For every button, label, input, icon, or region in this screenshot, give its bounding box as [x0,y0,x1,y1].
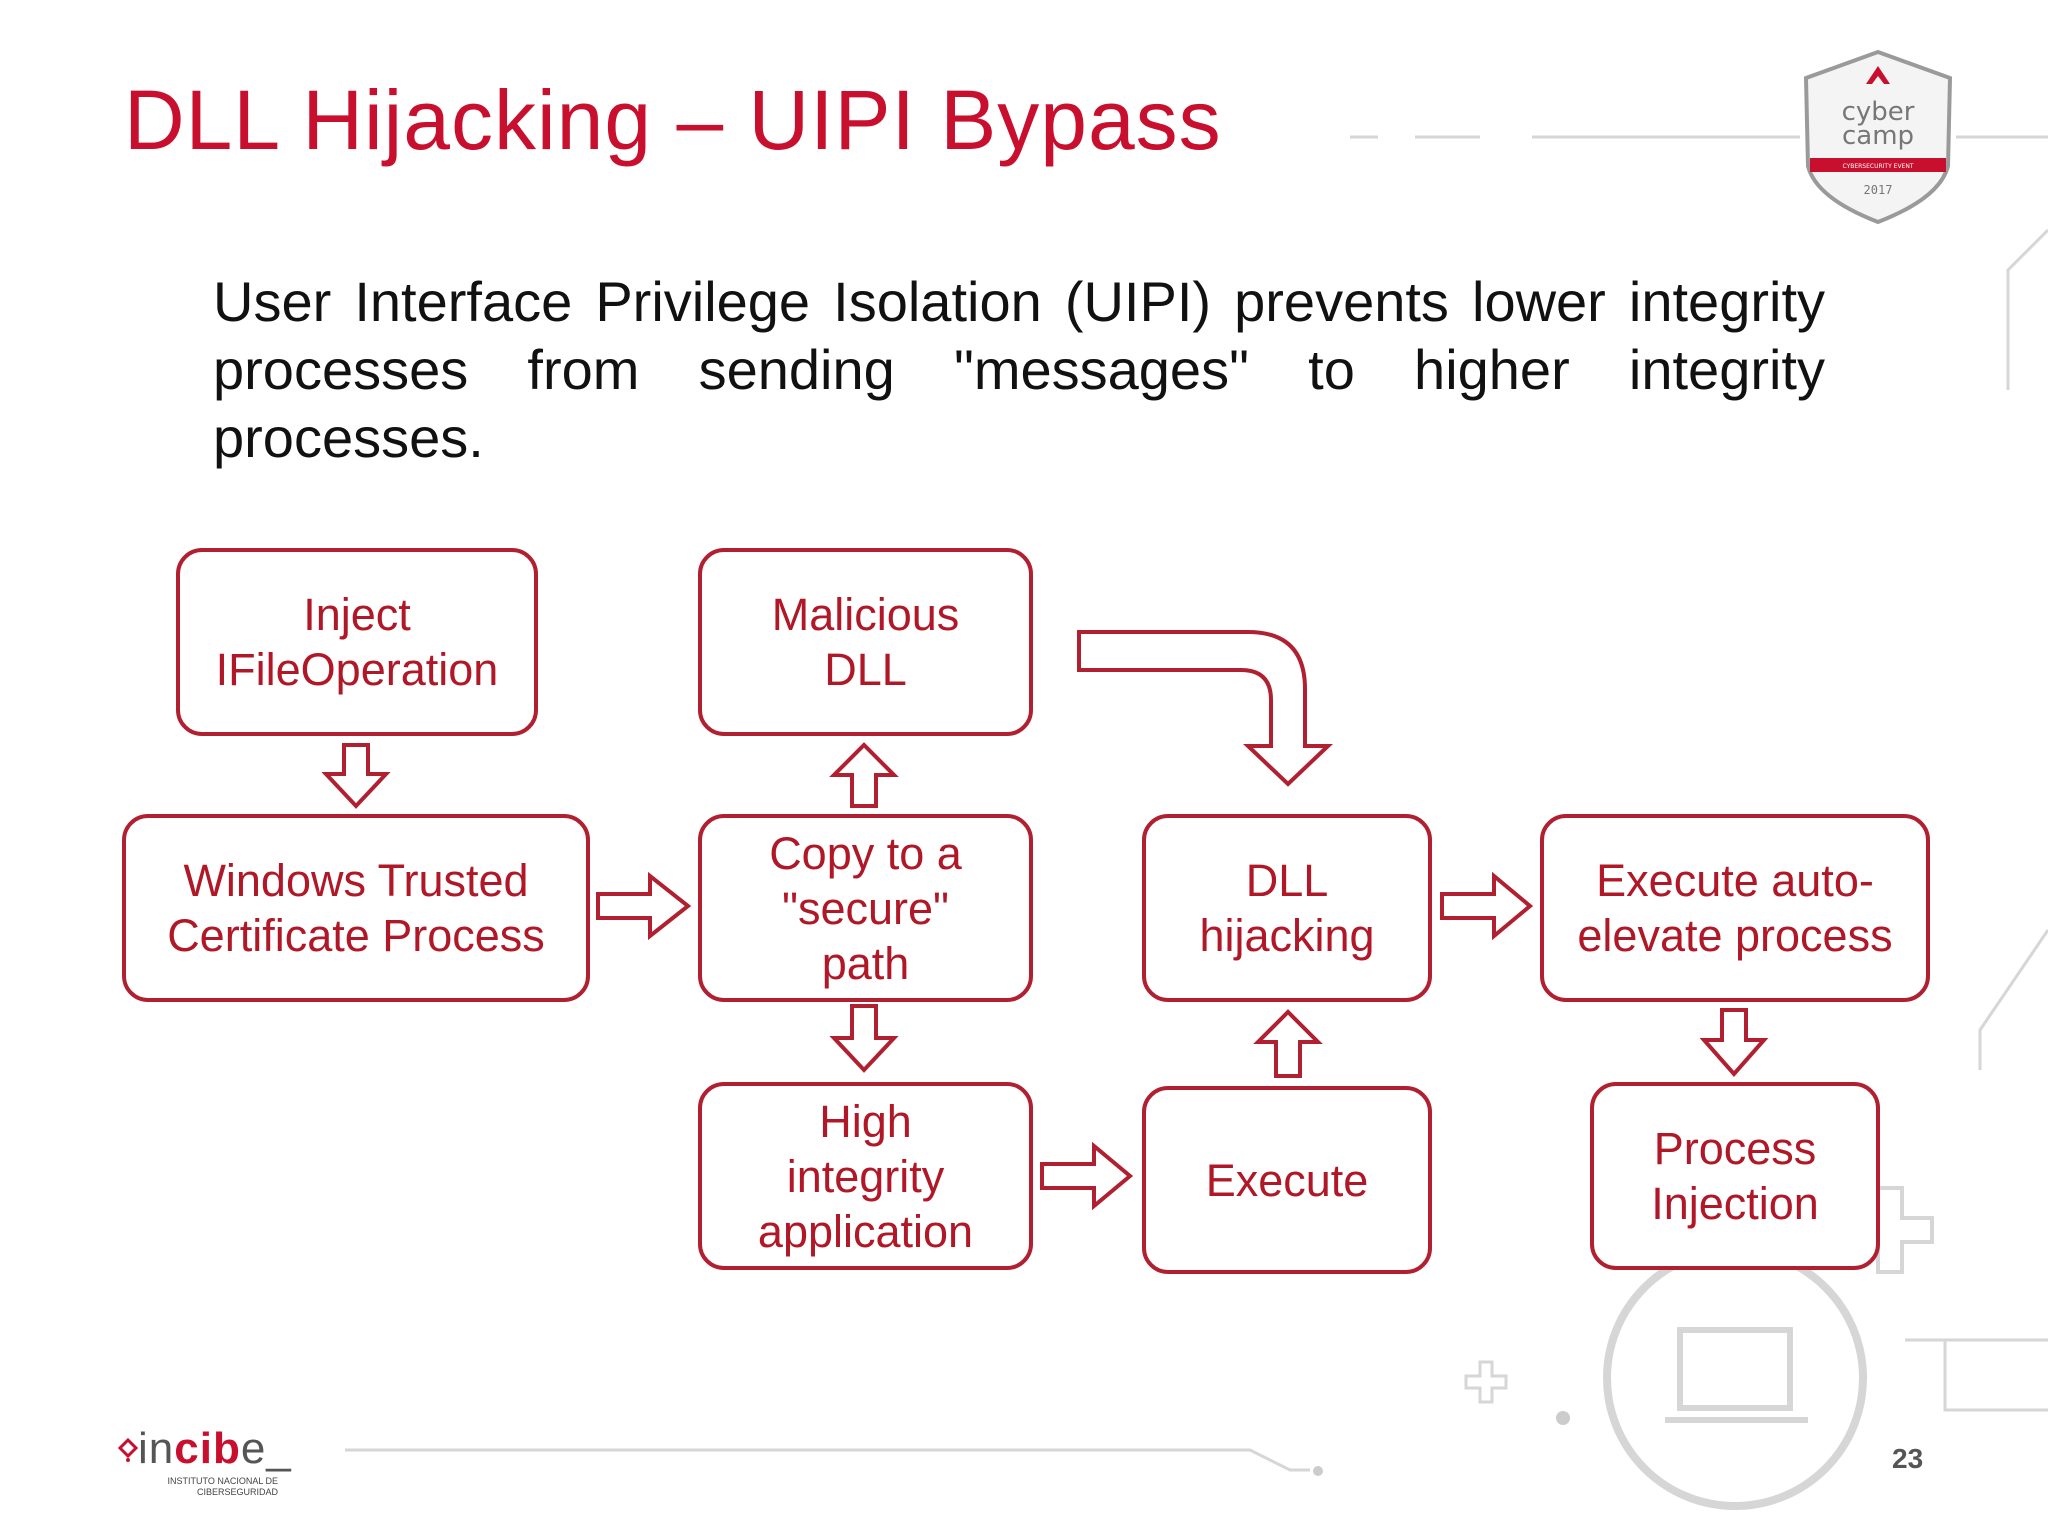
box-text-line: Copy to a [769,827,962,879]
slide-title: DLL Hijacking – UIPI Bypass [124,73,1222,167]
box-text-line: application [757,1205,974,1257]
box-text-line: IFileOperation [215,644,499,695]
box-text-line: DLL [1245,855,1329,906]
box-text-line: Certificate Process [167,910,545,961]
incibe-logo: incibe_ INSTITUTO NACIONAL DE CIBERSEGUR… [117,1424,292,1498]
arrow-copy-to-high [829,1004,899,1073]
box-text-line: DLL [824,644,907,695]
box-high-integrity-application: High integrity application [698,1082,1033,1270]
box-text-line: Process [1653,1123,1817,1174]
incibe-diamond-icon [117,1438,139,1463]
incibe-org-line-1: INSTITUTO NACIONAL DE [167,1476,278,1486]
cybercamp-logo: cyber camp CYBERSECURITY EVENT 2017 [1803,49,1953,225]
incibe-brand-prefix: in [138,1424,175,1473]
incibe-brand-bold: cib [174,1424,241,1473]
box-text-line: Windows Trusted [183,855,529,906]
box-text-line: Malicious [771,589,960,640]
box-windows-trusted-certificate-process: Windows Trusted Certificate Process [122,814,590,1002]
incibe-brand-suffix: e_ [240,1424,292,1473]
box-process-injection: Process Injection [1590,1082,1880,1270]
box-text-line: High [819,1095,912,1147]
box-text-line: Execute [1205,1154,1369,1206]
incibe-org-line-2: CIBERSEGURIDAD [196,1487,278,1497]
box-inject-ifileoperation: Inject IFileOperation [176,548,538,736]
box-text-line: "secure" [781,882,949,934]
box-malicious-dll: Malicious DLL [698,548,1033,736]
box-text-line: Execute auto- [1596,855,1874,906]
cybercamp-ribbon: CYBERSECURITY EVENT [1842,163,1913,170]
arrow-copy-to-malicious [829,742,899,808]
arrow-high-to-execute [1040,1141,1134,1211]
box-text-line: elevate process [1577,910,1893,961]
box-dll-hijacking: DLL hijacking [1142,814,1432,1002]
box-text-line: hijacking [1199,910,1375,961]
box-execute-auto-elevate-process: Execute auto- elevate process [1540,814,1930,1002]
box-text-line: Injection [1651,1178,1819,1229]
arrow-windows-to-copy [596,871,692,941]
box-text-line: integrity [786,1150,945,1202]
arrow-malicious-to-dll [1077,630,1334,787]
page-number: 23 [1892,1443,1924,1474]
arrow-inject-to-windows [321,743,391,809]
arrow-autoelevate-to-injection [1699,1008,1769,1078]
cybercamp-text-1: cyber [1842,97,1915,127]
arrow-execute-to-dll [1253,1009,1323,1078]
arrow-dll-to-autoelevate [1440,871,1534,941]
box-execute: Execute [1142,1086,1432,1274]
intro-paragraph: User Interface Privilege Isolation (UIPI… [213,270,1825,469]
box-text-line: Inject [303,589,411,640]
incibe-org-name: INSTITUTO NACIONAL DE CIBERSEGURIDAD [118,1476,278,1498]
cybercamp-text-2: camp [1842,121,1914,151]
cybercamp-year: 2017 [1864,183,1893,197]
box-copy-secure-path: Copy to a "secure" path [698,814,1033,1002]
box-text-line: path [821,937,910,989]
